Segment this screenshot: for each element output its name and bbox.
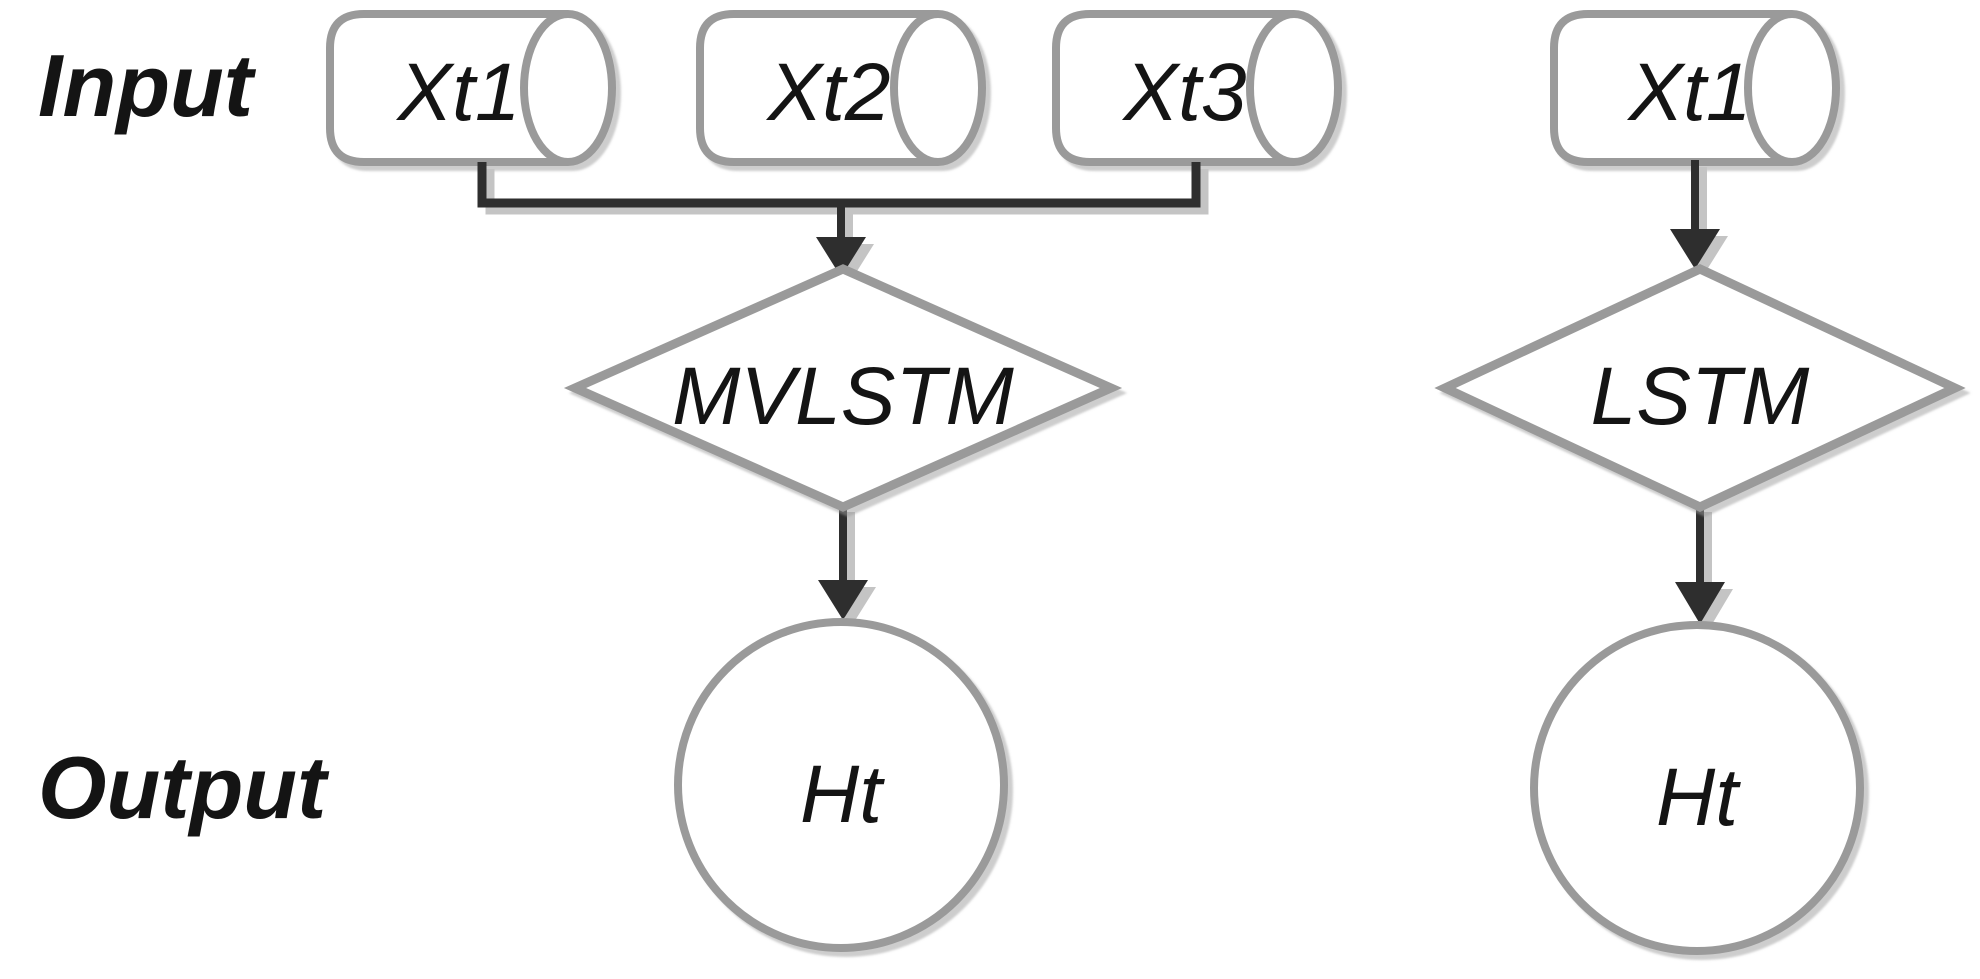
cylinder-body [1550,10,1792,166]
ht-left-label: Ht [800,749,885,840]
cylinder-cap [1744,10,1840,166]
cylinder-cap [1246,10,1342,166]
input-cylinders [326,10,1840,166]
lstm-diamond [1434,264,1966,512]
ht-circle-left [674,618,1008,952]
cylinder-body [326,10,568,166]
labels: Input Output Xt1 Xt2 Xt3 Xt1 MVLSTM LSTM… [38,36,1810,843]
right-output-arrowhead [1675,582,1725,624]
cylinder-xt2 [696,10,986,166]
cylinder-cap [520,10,616,166]
cylinder-body [696,10,938,166]
output-row-label: Output [38,738,330,837]
cylinder-xt1-right [1550,10,1840,166]
cylinder-xt1-left-label: Xt1 [395,47,520,138]
mvlstm-diamond [563,264,1123,512]
cylinder-xt3 [1052,10,1342,166]
process-diamonds [563,264,1966,512]
cylinder-body [1052,10,1294,166]
cylinder-xt1-right-label: Xt1 [1626,47,1751,138]
cylinder-xt1-left [326,10,616,166]
input-row-label: Input [38,36,257,135]
lstm-label: LSTM [1591,351,1810,442]
left-output-arrowhead [818,580,868,620]
connector-lines [477,160,1725,624]
ht-right-label: Ht [1656,752,1741,843]
ht-circle-right [1530,621,1864,955]
merge-arrowhead [816,237,866,277]
cylinder-cap [890,10,986,166]
mvlstm-label: MVLSTM [672,351,1014,442]
cylinder-xt3-label: Xt3 [1121,47,1246,138]
merge-bar [477,162,1201,208]
cylinder-xt2-label: Xt2 [765,47,890,138]
right-input-arrowhead [1670,229,1720,269]
output-circles [674,618,1864,955]
